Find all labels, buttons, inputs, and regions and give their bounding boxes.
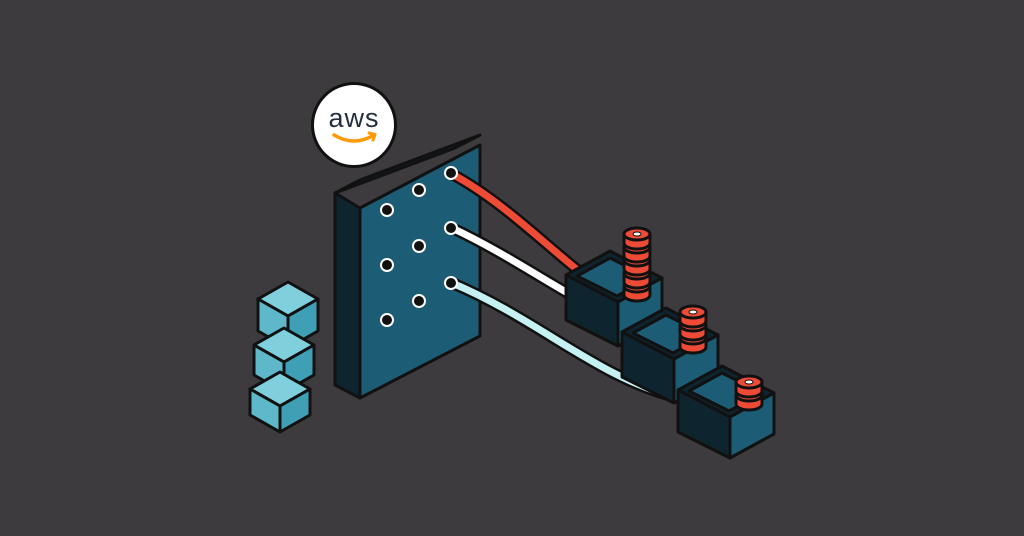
cube-bottom [248,370,312,434]
database-stack-3 [734,374,764,412]
port [380,313,394,327]
port [412,294,426,308]
stacked-cubes [248,280,320,434]
port [444,221,458,235]
port [380,203,394,217]
port [412,183,426,197]
port [444,276,458,290]
aws-logo-badge: aws [311,82,397,168]
red-cable [448,170,584,276]
aws-smile-icon [332,131,377,143]
panel-side [333,191,362,400]
panel-ports [380,166,458,327]
aws-logo-text: aws [328,103,380,133]
port [444,166,458,180]
port [412,239,426,253]
port [380,258,394,272]
database-stack-2 [678,304,708,355]
database-stack-1 [622,226,652,303]
panel-top-edge [333,133,482,195]
